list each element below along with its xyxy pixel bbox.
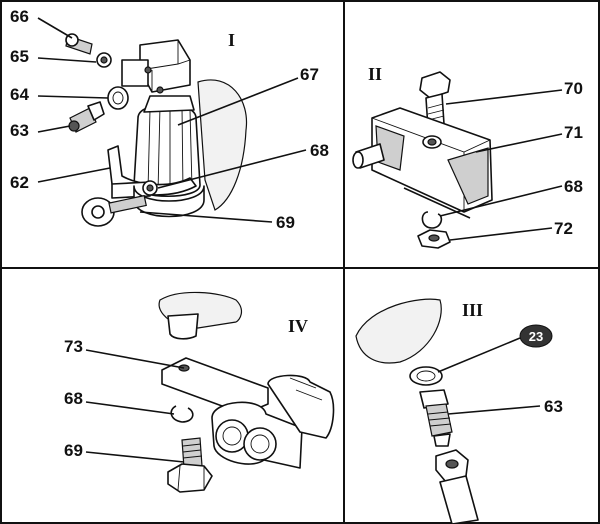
leader-72 — [449, 227, 553, 241]
leader-64 — [37, 95, 109, 99]
leader-68c — [85, 401, 175, 415]
callout-badge-23 — [519, 324, 553, 348]
callout-68: 68 — [310, 141, 329, 160]
panel-1: I — [10, 7, 329, 232]
leader-69b — [85, 451, 185, 463]
washer-64 — [107, 86, 129, 110]
panel-3-blob — [355, 298, 442, 364]
cylinder-neck — [143, 95, 195, 113]
leader-67 — [177, 77, 299, 126]
callout-63b: 63 — [544, 397, 563, 416]
panel-1-roman: I — [228, 30, 235, 50]
leader-73 — [85, 349, 185, 369]
panel-3-roman: III — [462, 300, 483, 320]
leader-63 — [37, 125, 71, 133]
callout-69b: 69 — [64, 441, 83, 460]
bracket-plate — [197, 79, 248, 211]
leader-65 — [37, 57, 97, 63]
fitting-63-nut — [419, 389, 449, 409]
callout-23: 23 — [529, 329, 543, 344]
ring-68 — [421, 211, 443, 229]
panel-3: III 23 63 — [355, 298, 563, 524]
panel-4: IV 73 68 69 — [64, 291, 335, 493]
callout-68c: 68 — [64, 389, 83, 408]
leader-68 — [157, 149, 307, 189]
callout-66: 66 — [10, 7, 29, 26]
callout-63: 63 — [10, 121, 29, 140]
block-side — [121, 59, 149, 87]
leader-68b — [439, 185, 563, 217]
rear-cylinder — [267, 374, 335, 439]
callout-70: 70 — [564, 79, 583, 98]
leader-71 — [475, 133, 563, 153]
leader-63b — [447, 405, 541, 415]
panel-2: II 70 71 68 72 — [352, 64, 583, 249]
bolt-70-head — [419, 71, 451, 99]
ring-68c — [170, 405, 194, 423]
pipe — [439, 475, 479, 524]
callout-62: 62 — [10, 173, 29, 192]
eye-bolt-shank — [108, 194, 147, 214]
leader-66 — [37, 17, 73, 39]
panel-2-roman: II — [368, 64, 382, 84]
leader-23 — [437, 337, 521, 373]
callout-68b: 68 — [564, 177, 583, 196]
callout-72: 72 — [554, 219, 573, 238]
mount-stub — [167, 313, 199, 340]
callout-64: 64 — [10, 85, 29, 104]
callout-65: 65 — [10, 47, 29, 66]
callout-73: 73 — [64, 337, 83, 356]
leader-70 — [445, 89, 563, 105]
callout-67: 67 — [300, 65, 319, 84]
washer-23 — [409, 366, 443, 386]
callout-69: 69 — [276, 213, 295, 232]
bolt-69-head — [167, 463, 213, 493]
panel-4-roman: IV — [288, 316, 308, 336]
leader-69 — [139, 211, 273, 223]
leader-62 — [37, 167, 111, 183]
bracket-73 — [161, 357, 269, 415]
callout-71: 71 — [564, 123, 583, 142]
